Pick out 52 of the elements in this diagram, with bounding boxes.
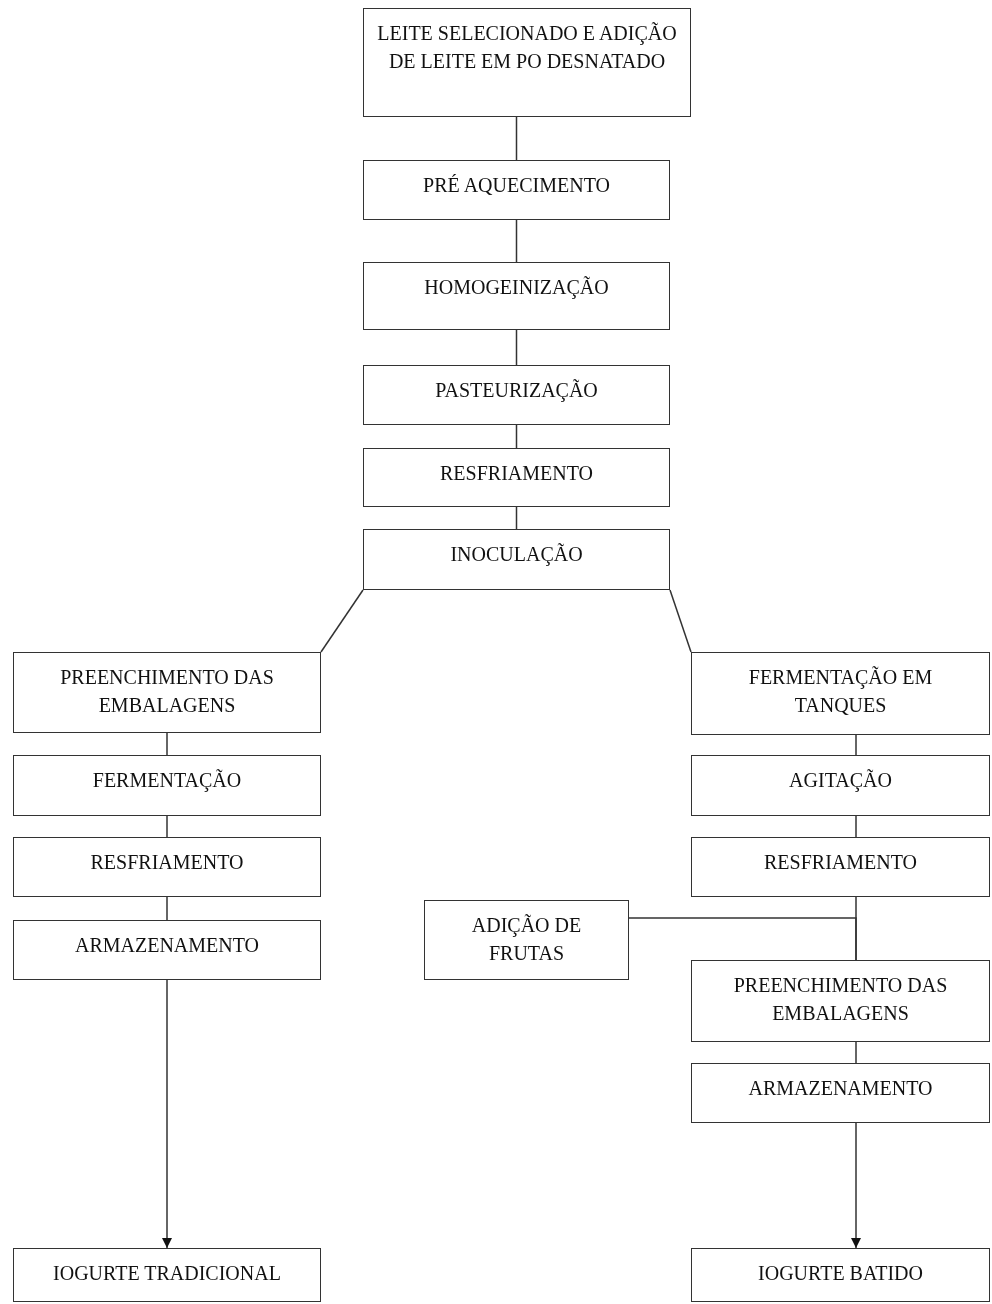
box-label: ARMAZENAMENTO	[74, 933, 260, 958]
process-box	[691, 1063, 990, 1123]
connector-line	[320, 589, 364, 653]
process-box	[691, 652, 990, 735]
arrow	[850, 1122, 862, 1249]
connector-line	[515, 506, 518, 530]
box-label: LEITE SELECIONADO E ADIÇÃO DE LEITE EM PO DESNATADO	[376, 21, 678, 74]
connector-line	[855, 734, 857, 756]
process-box	[363, 448, 670, 507]
box-label: RESFRIAMENTO	[90, 850, 244, 875]
connector-line	[166, 896, 168, 921]
box-label: HOMOGEINIZAÇÃO	[424, 275, 609, 301]
box-label: INOCULAÇÃO	[450, 542, 583, 568]
box-label: FERMENTAÇÃO EM TANQUES	[747, 665, 934, 718]
box-label: PREENCHIMENTO DAS EMBALAGENS	[732, 973, 949, 1026]
process-box	[691, 755, 990, 816]
process-box	[363, 8, 691, 117]
box-label: IOGURTE TRADICIONAL	[53, 1261, 281, 1286]
process-box	[13, 837, 321, 897]
connector-line	[166, 732, 168, 756]
box-label: PASTEURIZAÇÃO	[435, 378, 598, 404]
process-box	[691, 837, 990, 897]
process-box	[363, 365, 670, 425]
arrow	[161, 979, 173, 1249]
connector-line	[855, 815, 857, 838]
box-label: ARMAZENAMENTO	[748, 1076, 933, 1101]
connector-line	[515, 219, 518, 263]
box-label: IOGURTE BATIDO	[758, 1261, 923, 1286]
connector-line	[515, 329, 518, 366]
process-box	[363, 529, 670, 590]
process-box	[691, 1248, 990, 1302]
connector-line	[515, 424, 518, 449]
box-label: PREENCHIMENTO DAS EMBALAGENS	[59, 665, 275, 718]
box-label: RESFRIAMENTO	[764, 850, 917, 875]
process-box	[13, 1248, 321, 1302]
connector-line	[515, 116, 518, 161]
process-box	[691, 960, 990, 1042]
process-box	[424, 900, 629, 980]
connector-line	[628, 917, 857, 961]
process-box	[13, 755, 321, 816]
process-box	[13, 920, 321, 980]
box-label: AGITAÇÃO	[789, 768, 892, 794]
process-box	[363, 160, 670, 220]
process-box	[13, 652, 321, 733]
connector-line	[669, 589, 692, 653]
process-box	[363, 262, 670, 330]
box-label: FERMENTAÇÃO	[92, 768, 242, 794]
box-label: RESFRIAMENTO	[440, 461, 593, 486]
box-label: ADIÇÃO DE FRUTAS	[470, 913, 583, 966]
connector-line	[166, 815, 168, 838]
box-label: PRÉ AQUECIMENTO	[423, 173, 610, 198]
connector-line	[855, 1041, 857, 1064]
